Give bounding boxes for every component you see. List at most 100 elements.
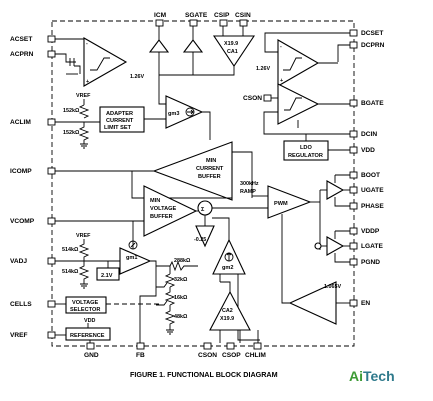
label-1v26-right: 1.26V <box>256 66 270 72</box>
pin-vcomp <box>47 217 56 225</box>
pin-chlim-label: CHLIM <box>245 352 266 359</box>
top-pins: ICM SGATE CSIP CSIN <box>154 12 251 27</box>
label-152k-top: 152kΩ <box>63 108 80 114</box>
pin-bgate-label: BGATE <box>361 100 384 107</box>
pin-icomp-label: ICOMP <box>10 168 32 175</box>
label-1065v: 1.065V <box>324 284 341 290</box>
dcset-comparator-minus: - <box>280 44 282 50</box>
dcset-comparator-plus: + <box>280 78 283 84</box>
label-vref-vadj: VREF <box>76 233 91 239</box>
label-16k: 16kΩ <box>174 295 188 301</box>
pin-acset-label: ACSET <box>10 36 32 43</box>
ca1-gain: X19.9 <box>224 41 238 47</box>
brand-tech: Tech <box>363 368 395 384</box>
pin-aclim-label: ACLIM <box>10 119 31 126</box>
brand-logo: AiTech <box>349 368 395 384</box>
pin-cells <box>47 300 56 308</box>
pin-ugate-label: UGATE <box>361 187 384 194</box>
pin-csin <box>239 19 248 27</box>
pin-phase-label: PHASE <box>361 203 384 210</box>
min-current-line2: CURRENT <box>196 166 224 172</box>
pin-dcset <box>349 29 358 37</box>
sum-symbol: Σ <box>201 207 205 213</box>
offset-label: -0.25 <box>194 237 206 243</box>
gm3-amplifier: gm3 <box>158 75 211 140</box>
pin-pgnd <box>349 258 358 266</box>
fb-divider: 288kΩ 32kΩ 16kΩ 48kΩ <box>156 258 198 335</box>
gm3-label: gm3 <box>168 111 180 117</box>
chip-boundary <box>51 20 355 347</box>
label-48k: 48kΩ <box>174 314 188 320</box>
pin-vdd-label: VDD <box>361 147 375 154</box>
pin-chlim <box>253 342 262 350</box>
acset-comparator-minus: - <box>86 41 88 47</box>
pin-csin-label: CSIN <box>235 12 251 19</box>
pin-pgnd-label: PGND <box>361 259 380 266</box>
label-32k: 32kΩ <box>174 277 188 283</box>
min-current-line1: MIN <box>206 158 216 164</box>
pin-cson-mid <box>263 94 272 102</box>
voltage-selector-block: VOLTAGE SELECTOR <box>55 296 160 314</box>
label-1v26-left: 1.26V <box>130 74 144 80</box>
pin-vadj-label: VADJ <box>10 258 27 265</box>
pin-sgate <box>189 19 198 27</box>
pin-dcin <box>349 130 358 138</box>
label-vref-aclim: VREF <box>76 93 91 99</box>
pin-cells-label: CELLS <box>10 301 32 308</box>
pin-dcin-label: DCIN <box>361 131 377 138</box>
ramp-line2: RAMP <box>240 189 256 195</box>
right-pins: DCSET DCPRN BGATE DCIN VDD BOOT UGATE PH… <box>349 29 385 307</box>
pin-csop-label: CSOP <box>222 352 241 359</box>
pin-cson-mid-label: CSON <box>243 95 262 102</box>
min-voltage-line2: VOLTAGE <box>150 206 176 212</box>
acset-comparator: - + 1.26V <box>55 37 144 87</box>
pin-vddp <box>349 227 358 235</box>
ca1-name: CA1 <box>227 49 238 55</box>
gm1-label: gm1 <box>126 255 138 261</box>
reference-label: REFERENCE <box>70 333 105 339</box>
pin-gnd-label: GND <box>84 352 99 359</box>
label-514k-bottom: 514kΩ <box>62 269 79 275</box>
pin-csip <box>219 19 228 27</box>
adapter-line1: ADAPTER <box>106 111 133 117</box>
min-voltage-line1: MIN <box>150 198 160 204</box>
pin-vadj <box>47 257 56 265</box>
ldo-line2: REGULATOR <box>288 153 323 159</box>
pin-bgate <box>349 99 358 107</box>
ramp-line1: 300kHz <box>240 181 259 187</box>
icm-buffer <box>148 26 170 75</box>
ldo-regulator-block: LDO REGULATOR <box>263 111 350 161</box>
en-comparator: 1.065V <box>281 214 350 325</box>
aclim-section: VREF 152kΩ 152kΩ ADAPTER CURRENT LIMIT S… <box>55 93 166 149</box>
ref-2v1: 2.1V <box>101 273 113 279</box>
min-voltage-line3: BUFFER <box>150 214 173 220</box>
pin-lgate <box>349 242 358 250</box>
bottom-pins: GND FB CSON CSOP CHLIM <box>84 342 266 359</box>
offset-source: -0.25 <box>194 215 215 248</box>
pin-icm-label: ICM <box>154 12 167 19</box>
pin-cson-label: CSON <box>198 352 217 359</box>
label-288k: 288kΩ <box>174 258 191 264</box>
dcset-comparator: - + 1.26V <box>256 32 350 87</box>
pin-fb <box>136 342 145 350</box>
pin-icm <box>155 19 164 27</box>
ca2-gain: X19.9 <box>220 316 234 322</box>
pin-vref <box>47 331 56 339</box>
label-vdd: VDD <box>84 318 95 324</box>
min-current-line3: BUFFER <box>198 174 221 180</box>
acset-comparator-plus: + <box>86 79 89 85</box>
pwm-section: 300kHz RAMP PWM <box>240 181 320 219</box>
ldo-line1: LDO <box>300 145 312 151</box>
adapter-line2: CURRENT <box>106 118 134 124</box>
label-152k-bottom: 152kΩ <box>63 130 80 136</box>
pin-cson <box>203 342 212 350</box>
pin-lgate-label: LGATE <box>361 243 383 250</box>
left-pins: ACSET ACPRN ACLIM ICOMP VCOMP VADJ CELLS… <box>10 35 56 339</box>
pin-ugate <box>349 186 358 194</box>
figure-caption: FIGURE 1. FUNCTIONAL BLOCK DIAGRAM <box>130 370 278 379</box>
min-voltage-buffer: MIN VOLTAGE BUFFER Σ <box>55 185 268 237</box>
pin-acset <box>47 35 56 43</box>
gate-drivers <box>314 174 350 263</box>
ca2-name: CA2 <box>222 308 233 314</box>
